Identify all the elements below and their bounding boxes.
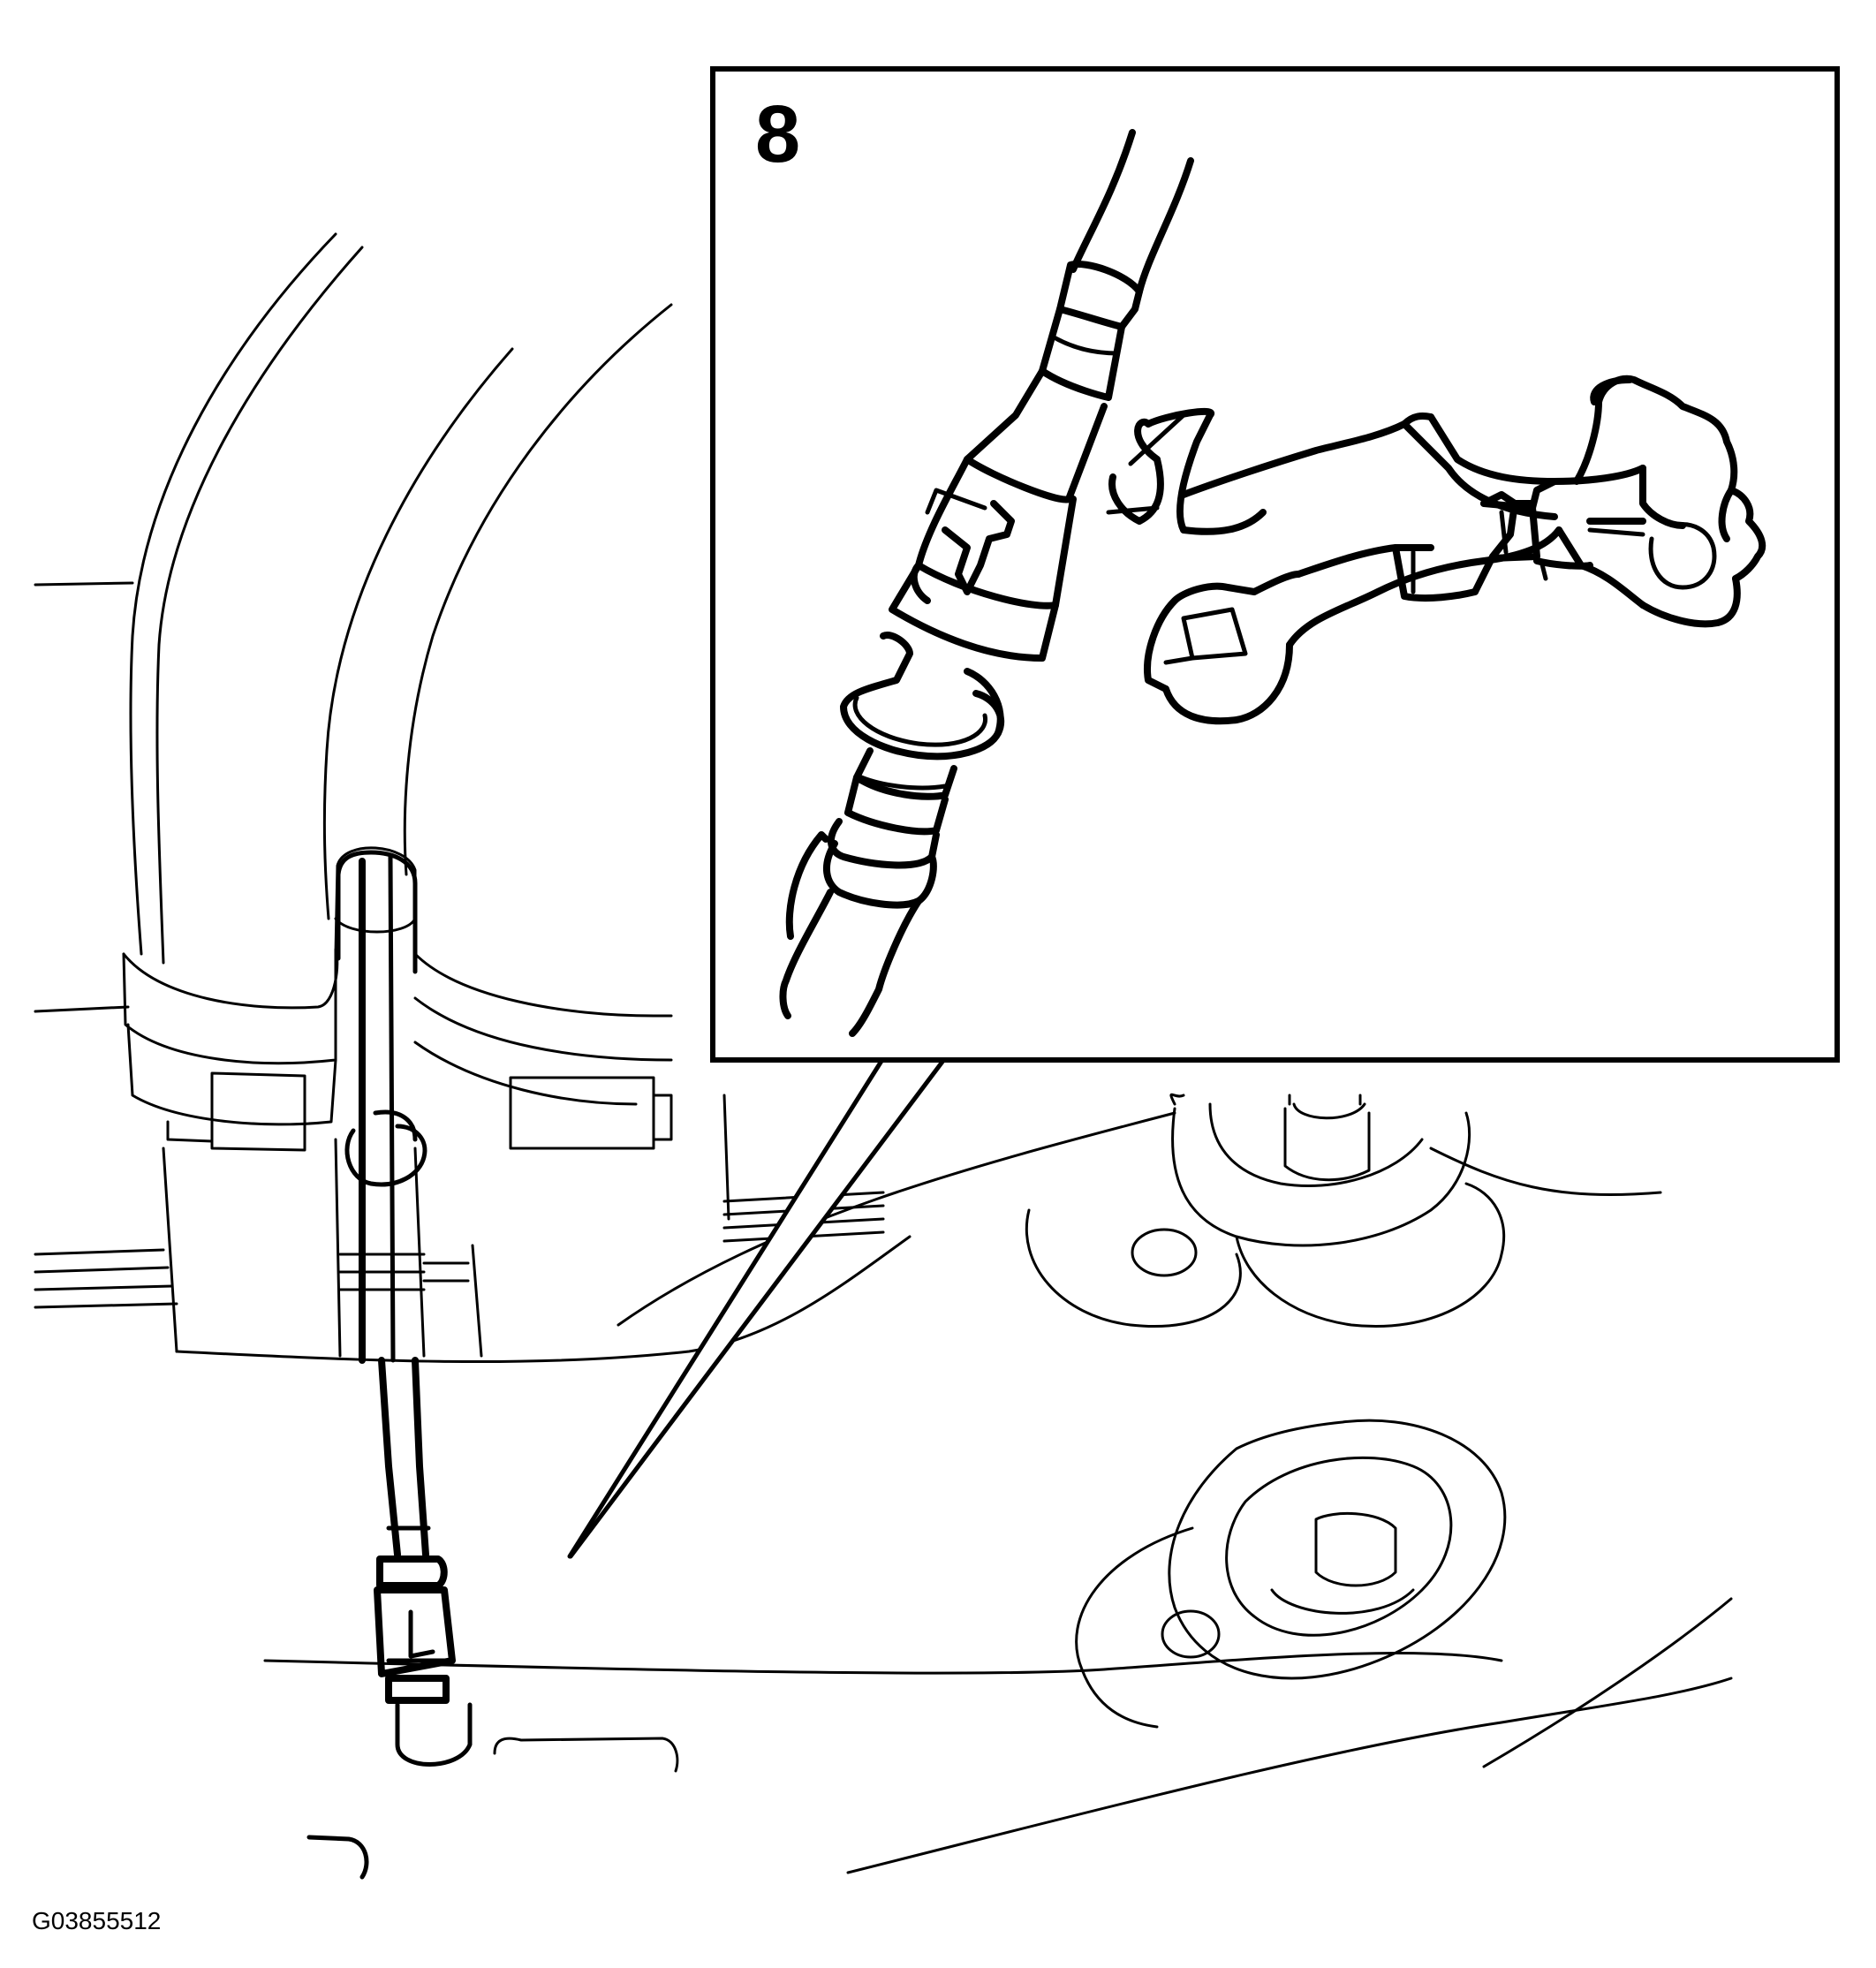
- hose-fitting: [334, 846, 417, 956]
- figure-reference-code: G03855512: [32, 1907, 161, 1934]
- engine-bay-scene: [34, 232, 1733, 1880]
- inset-sensor-connector: [779, 129, 1194, 1037]
- callout-pointer: [567, 1056, 948, 1559]
- inset-border: [710, 66, 1840, 1063]
- step-number: 8: [755, 89, 800, 179]
- hose-clamp-left: [122, 948, 339, 1152]
- hose-clamp-right: [413, 952, 673, 1150]
- lower-connector-fitting: [306, 1702, 679, 1880]
- lower-mounting-boss: [1075, 1419, 1507, 1729]
- curved-hose: [129, 232, 673, 965]
- sensor-cable-assembly: [336, 850, 456, 1704]
- engine-casting: [263, 1093, 1733, 1874]
- upper-mounting-boss: [1025, 1094, 1506, 1328]
- inset-retaining-clip: [1106, 375, 1766, 725]
- detail-inset: 8: [710, 66, 1840, 1063]
